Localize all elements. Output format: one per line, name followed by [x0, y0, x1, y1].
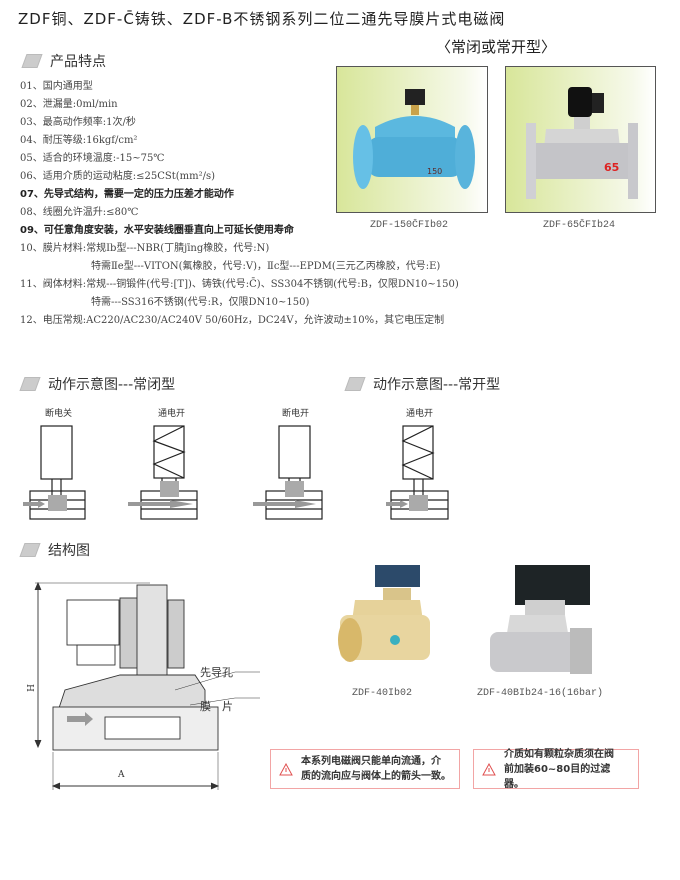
steel-valve-image: 65 [526, 87, 638, 199]
feature-item: 05、适合的环境温度:-15~75℃ [20, 153, 165, 164]
section-features: 产品特点 [21, 51, 106, 71]
label-pilot-hole: 先导孔 [200, 666, 233, 679]
section-marker-icon [344, 377, 366, 391]
diagram-label: 断电开 [282, 409, 310, 419]
warning-text: 介质如有颗粒杂质须在阀 [503, 748, 614, 760]
product-caption: ZDF-40BIb24-16(16bar) [477, 688, 604, 699]
feature-item: 03、最高动作频率:1次/秒 [20, 117, 136, 128]
warning-text: 质的流向应与阀体上的箭头一致。 [301, 771, 451, 782]
section-marker-icon [21, 54, 43, 68]
warning-icon [279, 762, 293, 775]
feature-list: 01、国内通用型 02、泄漏量:0ml/min 03、最高动作频率:1次/秒 0… [20, 78, 459, 330]
product-photo-stainless: 65 [505, 66, 656, 213]
section-heading: 结构图 [48, 543, 90, 559]
section-heading: 动作示意图---常闭型 [48, 377, 176, 393]
warning-icon [482, 762, 496, 775]
feature-item: 11、阀体材料:常规---铜锻件(代号:[T])、铸铁(代号:C̄)、SS304… [20, 279, 459, 290]
structure-drawing [34, 581, 260, 790]
label-diaphragm: 膜 片 [200, 700, 233, 713]
feature-item: 12、电压常规:AC220/AC230/AC240V 50/60Hz，DC24V… [20, 315, 445, 326]
warning-box: 本系列电磁阀只能单向流通，介质的流向应与阀体上的箭头一致。 [270, 749, 460, 789]
feature-item: 01、国内通用型 [20, 81, 93, 92]
valve-marking: 65 [604, 161, 619, 174]
product-caption: ZDF-65C̄FIb24 [543, 220, 616, 231]
warning-text: 本系列电磁阀只能单向流通，介 [301, 756, 441, 767]
feature-item: 02、泄漏量:0ml/min [20, 99, 118, 110]
section-heading: 动作示意图---常开型 [373, 377, 501, 393]
diagram-nc-off [23, 425, 86, 520]
stainless-valve-image [490, 565, 592, 674]
dimension-a: A [118, 770, 125, 780]
page-subtitle: 〈常闭或常开型〉 [436, 38, 557, 56]
product-caption: ZDF-150C̄FIb02 [370, 220, 449, 231]
section-heading: 产品特点 [50, 54, 106, 70]
diagram-label: 断电关 [45, 409, 73, 419]
diagram-nc-on [128, 425, 198, 520]
section-action-no: 动作示意图---常开型 [344, 374, 501, 394]
diagram-no-on [386, 425, 449, 520]
section-action-nc: 动作示意图---常闭型 [19, 374, 176, 394]
feature-item: 06、适用介质的运动粘度:≤25CSt(mm²/s) [20, 171, 215, 182]
feature-item: 10、膜片材料:常规Ⅰb型---NBR(丁腈jīng橡胶，代号:N) [20, 243, 270, 254]
blue-valve-image: 150 [353, 89, 475, 189]
section-marker-icon [19, 377, 41, 391]
product-caption: ZDF-40Ib02 [352, 688, 413, 699]
dimension-h: H [26, 684, 37, 692]
feature-item: 07、先导式结构，需要一定的压力压差才能动作 [20, 189, 234, 200]
diagram-no-off [253, 425, 323, 520]
feature-item: 08、线圈允许温升:≤80℃ [20, 207, 139, 218]
valve-marking: 150 [427, 167, 442, 176]
section-structure: 结构图 [19, 540, 90, 560]
diagram-label: 通电开 [158, 409, 186, 419]
feature-item: 04、耐压等级:16kgf/cm² [20, 135, 138, 146]
action-diagrams [23, 425, 449, 520]
warning-box: 介质如有颗粒杂质须在阀前加装60~80目的过滤器。 [473, 748, 639, 790]
feature-item: 09、可任意角度安装，水平安装线圈垂直向上可延长使用寿命 [20, 225, 294, 236]
page-title: ZDF铜、ZDF-C̄铸铁、ZDF-B不锈钢系列二位二通先导膜片式电磁阀 [18, 10, 506, 28]
brass-valve-image [338, 565, 430, 662]
bottom-product-images [338, 565, 592, 674]
feature-item: 特需Ⅱe型---VITON(氟橡胶，代号:V)，Ⅱc型---EPDM(三元乙丙橡… [91, 261, 441, 272]
section-marker-icon [19, 543, 41, 557]
diagram-label: 通电开 [406, 409, 434, 419]
feature-item: 特需---SS316不锈钢(代号:R，仅限DN10~150) [91, 297, 310, 308]
product-photo-cast-iron: 150 [336, 66, 488, 213]
warning-text: 前加装60~80目的过滤器。 [503, 763, 611, 790]
